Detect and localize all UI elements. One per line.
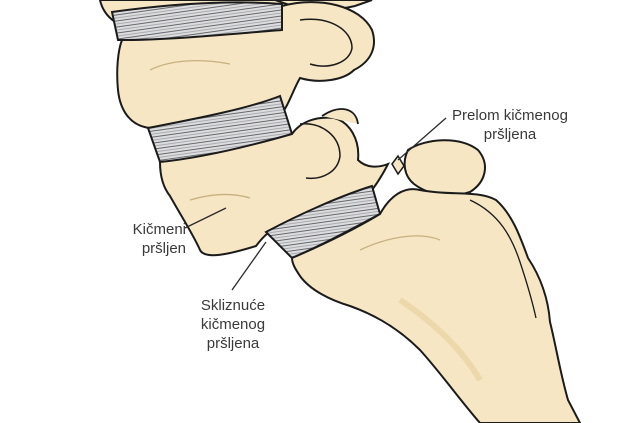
leader-line-slip: [231, 241, 267, 291]
label-line: Prelom kičmenog: [452, 107, 568, 124]
leader-line-vertebra: [184, 207, 227, 229]
label-line: kičmenog: [200, 316, 266, 333]
label-kicmeni-prsljen: Kičmeni pršljen: [100, 220, 186, 258]
label-line: Skliznuće: [200, 297, 266, 314]
label-line: pršljena: [483, 126, 537, 143]
fracture-fragment: [403, 139, 486, 197]
label-line: pršljen: [141, 240, 186, 257]
leader-line-fracture: [397, 117, 447, 161]
label-skliznuce: Skliznuće kičmenog pršljena: [178, 296, 288, 353]
label-line: pršljena: [206, 335, 260, 352]
label-line: Kičmeni: [132, 221, 186, 238]
label-prelom: Prelom kičmenog pršljena: [440, 106, 580, 144]
sacrum: [290, 188, 582, 423]
